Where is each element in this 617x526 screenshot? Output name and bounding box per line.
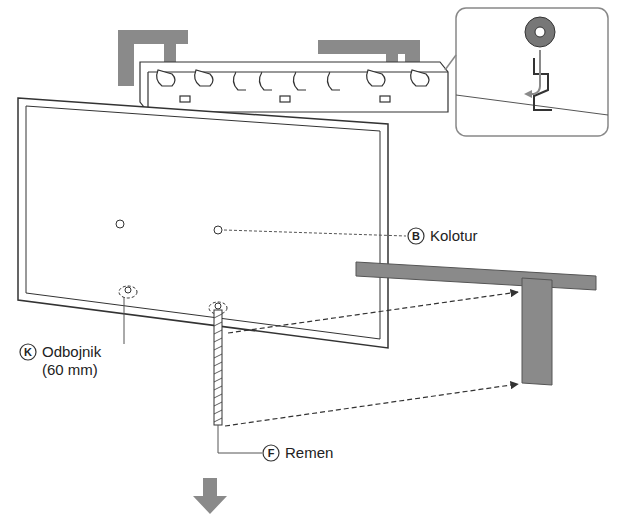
attach-arrows bbox=[225, 292, 518, 426]
hook-detail-inset bbox=[445, 8, 608, 136]
television bbox=[18, 98, 388, 348]
strap bbox=[214, 310, 222, 425]
callout-rings bbox=[20, 228, 424, 461]
part-name: Remen bbox=[285, 444, 333, 462]
callout-letter: B bbox=[408, 228, 424, 244]
callout-letter: F bbox=[263, 445, 279, 461]
part-name: Odbojnik (60 mm) bbox=[42, 343, 116, 379]
stand bbox=[356, 262, 596, 385]
part-name: Kolotur bbox=[430, 227, 478, 245]
next-step-arrow bbox=[193, 478, 227, 514]
callout-letter: K bbox=[20, 344, 36, 360]
wall-bracket bbox=[140, 62, 448, 112]
leader-lines bbox=[124, 230, 406, 453]
